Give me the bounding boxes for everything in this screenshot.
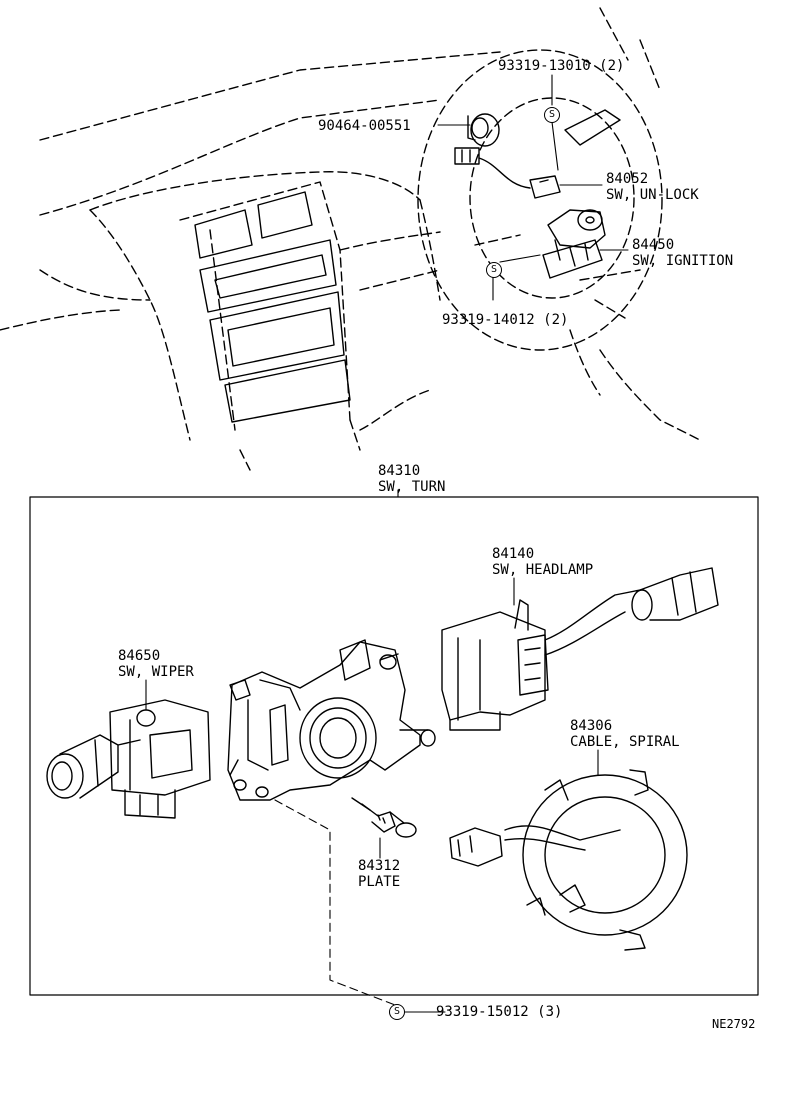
plate-part [352,798,416,858]
part-90464-00551-label: 90464-00551 [318,118,411,134]
part-84306-number: 84306 [570,718,613,734]
part-93319-14012-label: 93319-14012 (2) [442,312,569,328]
s-mark-icon: S [486,262,502,278]
part-84450-number: 84450 [632,237,675,253]
part-84650-name: SW, WIPER [118,664,194,680]
unlock-switch-part [455,148,560,198]
part-84306-name: CABLE, SPIRAL [570,734,680,750]
part-84310-name: SW, TURN [378,479,446,495]
drawing-code: NE2792 [712,1017,756,1031]
turn-switch-body-part [228,640,435,800]
part-84140-name: SW, HEADLAMP [492,562,594,578]
part-93319-15012-label: 93319-15012 (3) [436,1004,563,1020]
turn-switch-assembly-box [30,497,758,995]
s-mark-icon: S [389,1004,405,1020]
part-84052-name: SW, UN-LOCK [606,187,699,203]
ignition-switch-part [543,210,605,278]
center-console [195,192,350,422]
bulb-holder-part [468,114,499,146]
part-84312-name: PLATE [358,874,401,890]
part-84450-name: SW, IGNITION [632,253,734,269]
headlamp-switch-part [442,568,718,730]
spiral-cable-part [450,750,687,950]
part-84140-number: 84140 [492,546,535,562]
wiper-switch-part [47,680,210,818]
dashboard-outline [0,8,660,470]
leader-lines-upper [438,75,628,300]
s-mark-icon: S [544,107,560,123]
part-84650-number: 84650 [118,648,161,664]
part-93319-13010-label: 93319-13010 (2) [498,58,625,74]
bolt-leader-line [275,800,445,1012]
steering-hub [565,110,620,145]
part-84310-number: 84310 [378,463,421,479]
part-84052-number: 84052 [606,171,649,187]
part-84312-number: 84312 [358,858,401,874]
